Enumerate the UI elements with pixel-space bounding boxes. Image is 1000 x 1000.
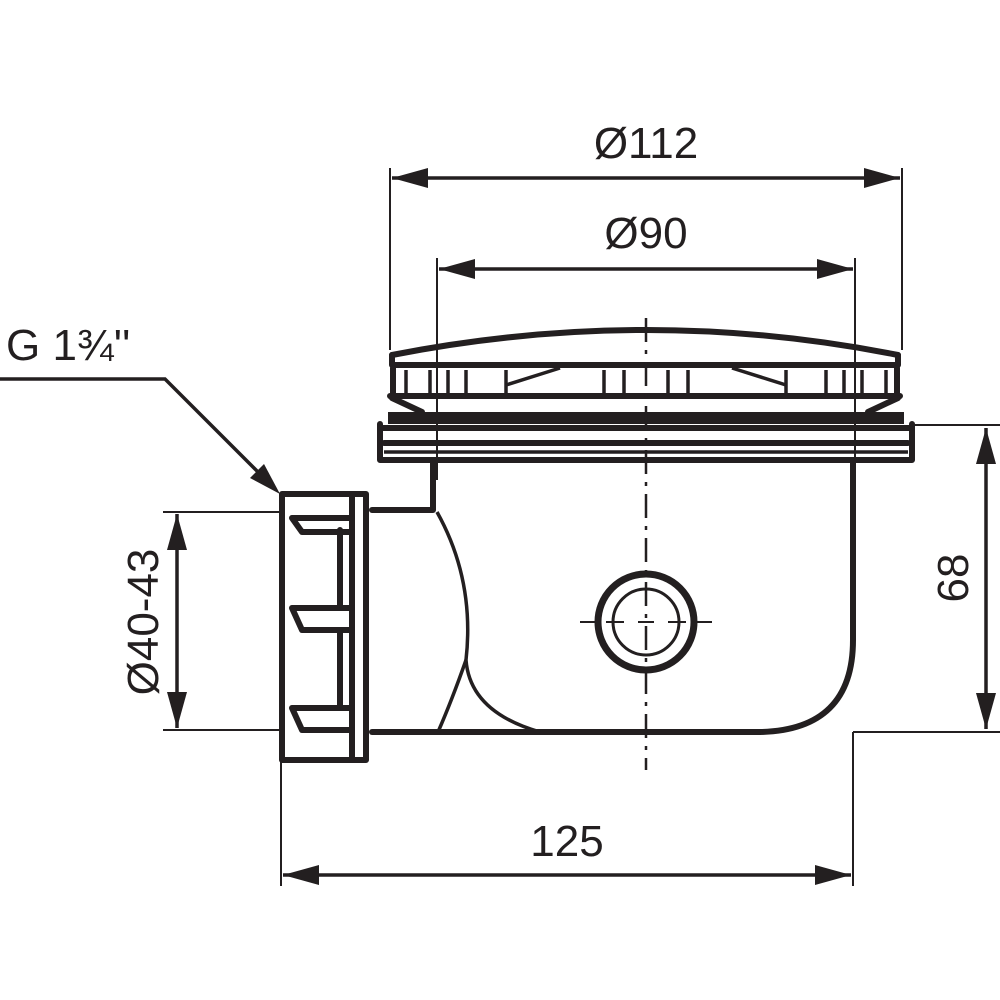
dimension-inner-diameter: Ø90 bbox=[436, 209, 856, 480]
thread-label: G 1¾'' bbox=[6, 321, 130, 370]
inner-diameter-label: Ø90 bbox=[604, 209, 687, 258]
drain-body bbox=[369, 459, 856, 735]
height-label: 68 bbox=[929, 554, 978, 603]
dimension-height: 68 bbox=[853, 424, 1000, 733]
thread-callout: G 1¾'' bbox=[0, 321, 280, 494]
dimension-overall-length: 125 bbox=[280, 732, 854, 886]
overall-length-label: 125 bbox=[530, 817, 603, 866]
outlet-nut bbox=[279, 491, 369, 763]
dimension-outlet-diameter: Ø40-43 bbox=[119, 511, 282, 731]
outlet-diameter-label: Ø40-43 bbox=[119, 549, 168, 696]
outlet-hole bbox=[580, 570, 712, 674]
outer-diameter-label: Ø112 bbox=[594, 119, 698, 168]
dimension-outer-diameter: Ø112 bbox=[389, 119, 903, 350]
